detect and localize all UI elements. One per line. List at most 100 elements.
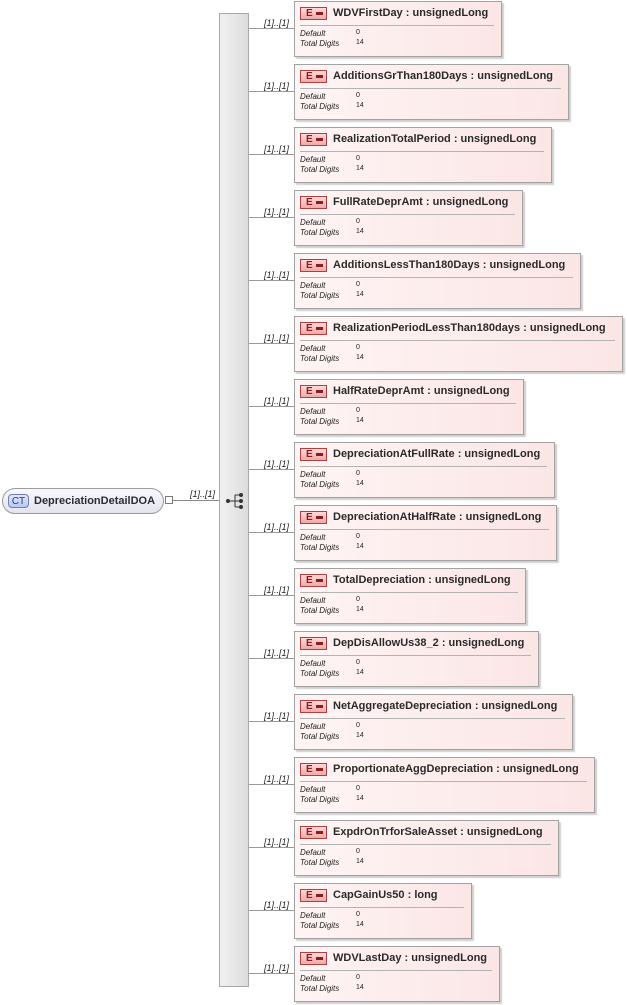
element-divider (300, 403, 516, 404)
branch-line (249, 847, 294, 848)
default-label: Default (300, 659, 326, 668)
element-divider (300, 592, 518, 593)
element-icon: E (300, 322, 327, 335)
element-name: ExpdrOnTrforSaleAsset (333, 826, 458, 838)
element-type: unsignedLong (529, 322, 606, 334)
element-title: WDVLastDay : unsignedLong (333, 952, 488, 964)
element-dash-icon (316, 138, 323, 141)
element-title: FullRateDeprAmt : unsignedLong (333, 196, 509, 208)
element-cardinality: [1]..[1] (264, 396, 290, 406)
element-letter-icon: E (306, 260, 313, 271)
default-label: Default (300, 533, 326, 542)
element-icon: E (300, 133, 327, 146)
element-name: AdditionsLessThan180Days (333, 259, 480, 271)
element-cardinality: [1]..[1] (264, 900, 290, 910)
element-name: DepreciationAtHalfRate (333, 511, 456, 523)
complex-type-badge: CT (8, 494, 29, 508)
element-name: WDVFirstDay (333, 7, 403, 19)
complex-type-node[interactable]: CT DepreciationDetailDOA (2, 488, 164, 514)
element-type: unsignedLong (460, 133, 537, 145)
total-digits-label: Total Digits (300, 39, 340, 48)
default-value: 0 (356, 29, 360, 36)
element-title: HalfRateDeprAmt : unsignedLong (333, 385, 510, 397)
element-dash-icon (316, 705, 323, 708)
element-icon: E (300, 700, 327, 713)
default-value: 0 (356, 407, 360, 414)
sequence-compositor-icon (226, 493, 243, 509)
element-letter-icon: E (306, 764, 313, 775)
element-dash-icon (316, 201, 323, 204)
default-value: 0 (356, 281, 360, 288)
element-icon: E (300, 889, 327, 902)
element-icon: E (300, 259, 327, 272)
element-letter-icon: E (306, 953, 313, 964)
element-cardinality: [1]..[1] (264, 837, 290, 847)
element-type: unsignedLong (412, 7, 489, 19)
total-digits-value: 14 (356, 606, 364, 613)
element-letter-icon: E (306, 71, 313, 82)
element-divider (300, 844, 551, 845)
total-digits-value: 14 (356, 228, 364, 235)
element-icon: E (300, 637, 327, 650)
element-type: unsignedLong (434, 574, 511, 586)
element-type: unsignedLong (411, 952, 488, 964)
default-label: Default (300, 470, 326, 479)
element-title: ExpdrOnTrforSaleAsset : unsignedLong (333, 826, 543, 838)
total-digits-value: 14 (356, 732, 364, 739)
element-title: RealizationPeriodLessThan180days : unsig… (333, 322, 606, 334)
default-value: 0 (356, 218, 360, 225)
element-title: CapGainUs50 : long (333, 889, 438, 901)
element-letter-icon: E (306, 638, 313, 649)
element-title: AdditionsLessThan180Days : unsignedLong (333, 259, 566, 271)
element-dash-icon (316, 894, 323, 897)
total-digits-value: 14 (356, 291, 364, 298)
default-label: Default (300, 596, 326, 605)
element-node[interactable]: E AdditionsLessThan180Days : unsignedLong… (294, 253, 581, 309)
element-type: unsignedLong (448, 637, 525, 649)
branch-line (249, 469, 294, 470)
element-node[interactable]: E RealizationPeriodLessThan180days : unsi… (294, 316, 623, 372)
element-divider (300, 277, 573, 278)
collapse-toggle-icon[interactable] (165, 496, 173, 504)
element-type: unsignedLong (465, 511, 542, 523)
total-digits-label: Total Digits (300, 291, 340, 300)
total-digits-label: Total Digits (300, 858, 340, 867)
element-dash-icon (316, 327, 323, 330)
element-cardinality: [1]..[1] (264, 522, 290, 532)
total-digits-value: 14 (356, 543, 364, 550)
default-label: Default (300, 911, 326, 920)
total-digits-value: 14 (356, 858, 364, 865)
element-divider (300, 718, 565, 719)
element-dash-icon (316, 516, 323, 519)
default-label: Default (300, 974, 326, 983)
default-value: 0 (356, 722, 360, 729)
default-value: 0 (356, 596, 360, 603)
element-name: AdditionsGrThan180Days (333, 70, 468, 82)
element-type: unsignedLong (502, 763, 579, 775)
element-dash-icon (316, 390, 323, 393)
element-icon: E (300, 385, 327, 398)
total-digits-value: 14 (356, 165, 364, 172)
element-icon: E (300, 826, 327, 839)
element-name: RealizationTotalPeriod (333, 133, 451, 145)
element-cardinality: [1]..[1] (264, 459, 290, 469)
branch-line (249, 406, 294, 407)
element-name: DepDisAllowUs38_2 (333, 637, 439, 649)
default-value: 0 (356, 344, 360, 351)
element-divider (300, 151, 544, 152)
default-label: Default (300, 722, 326, 731)
